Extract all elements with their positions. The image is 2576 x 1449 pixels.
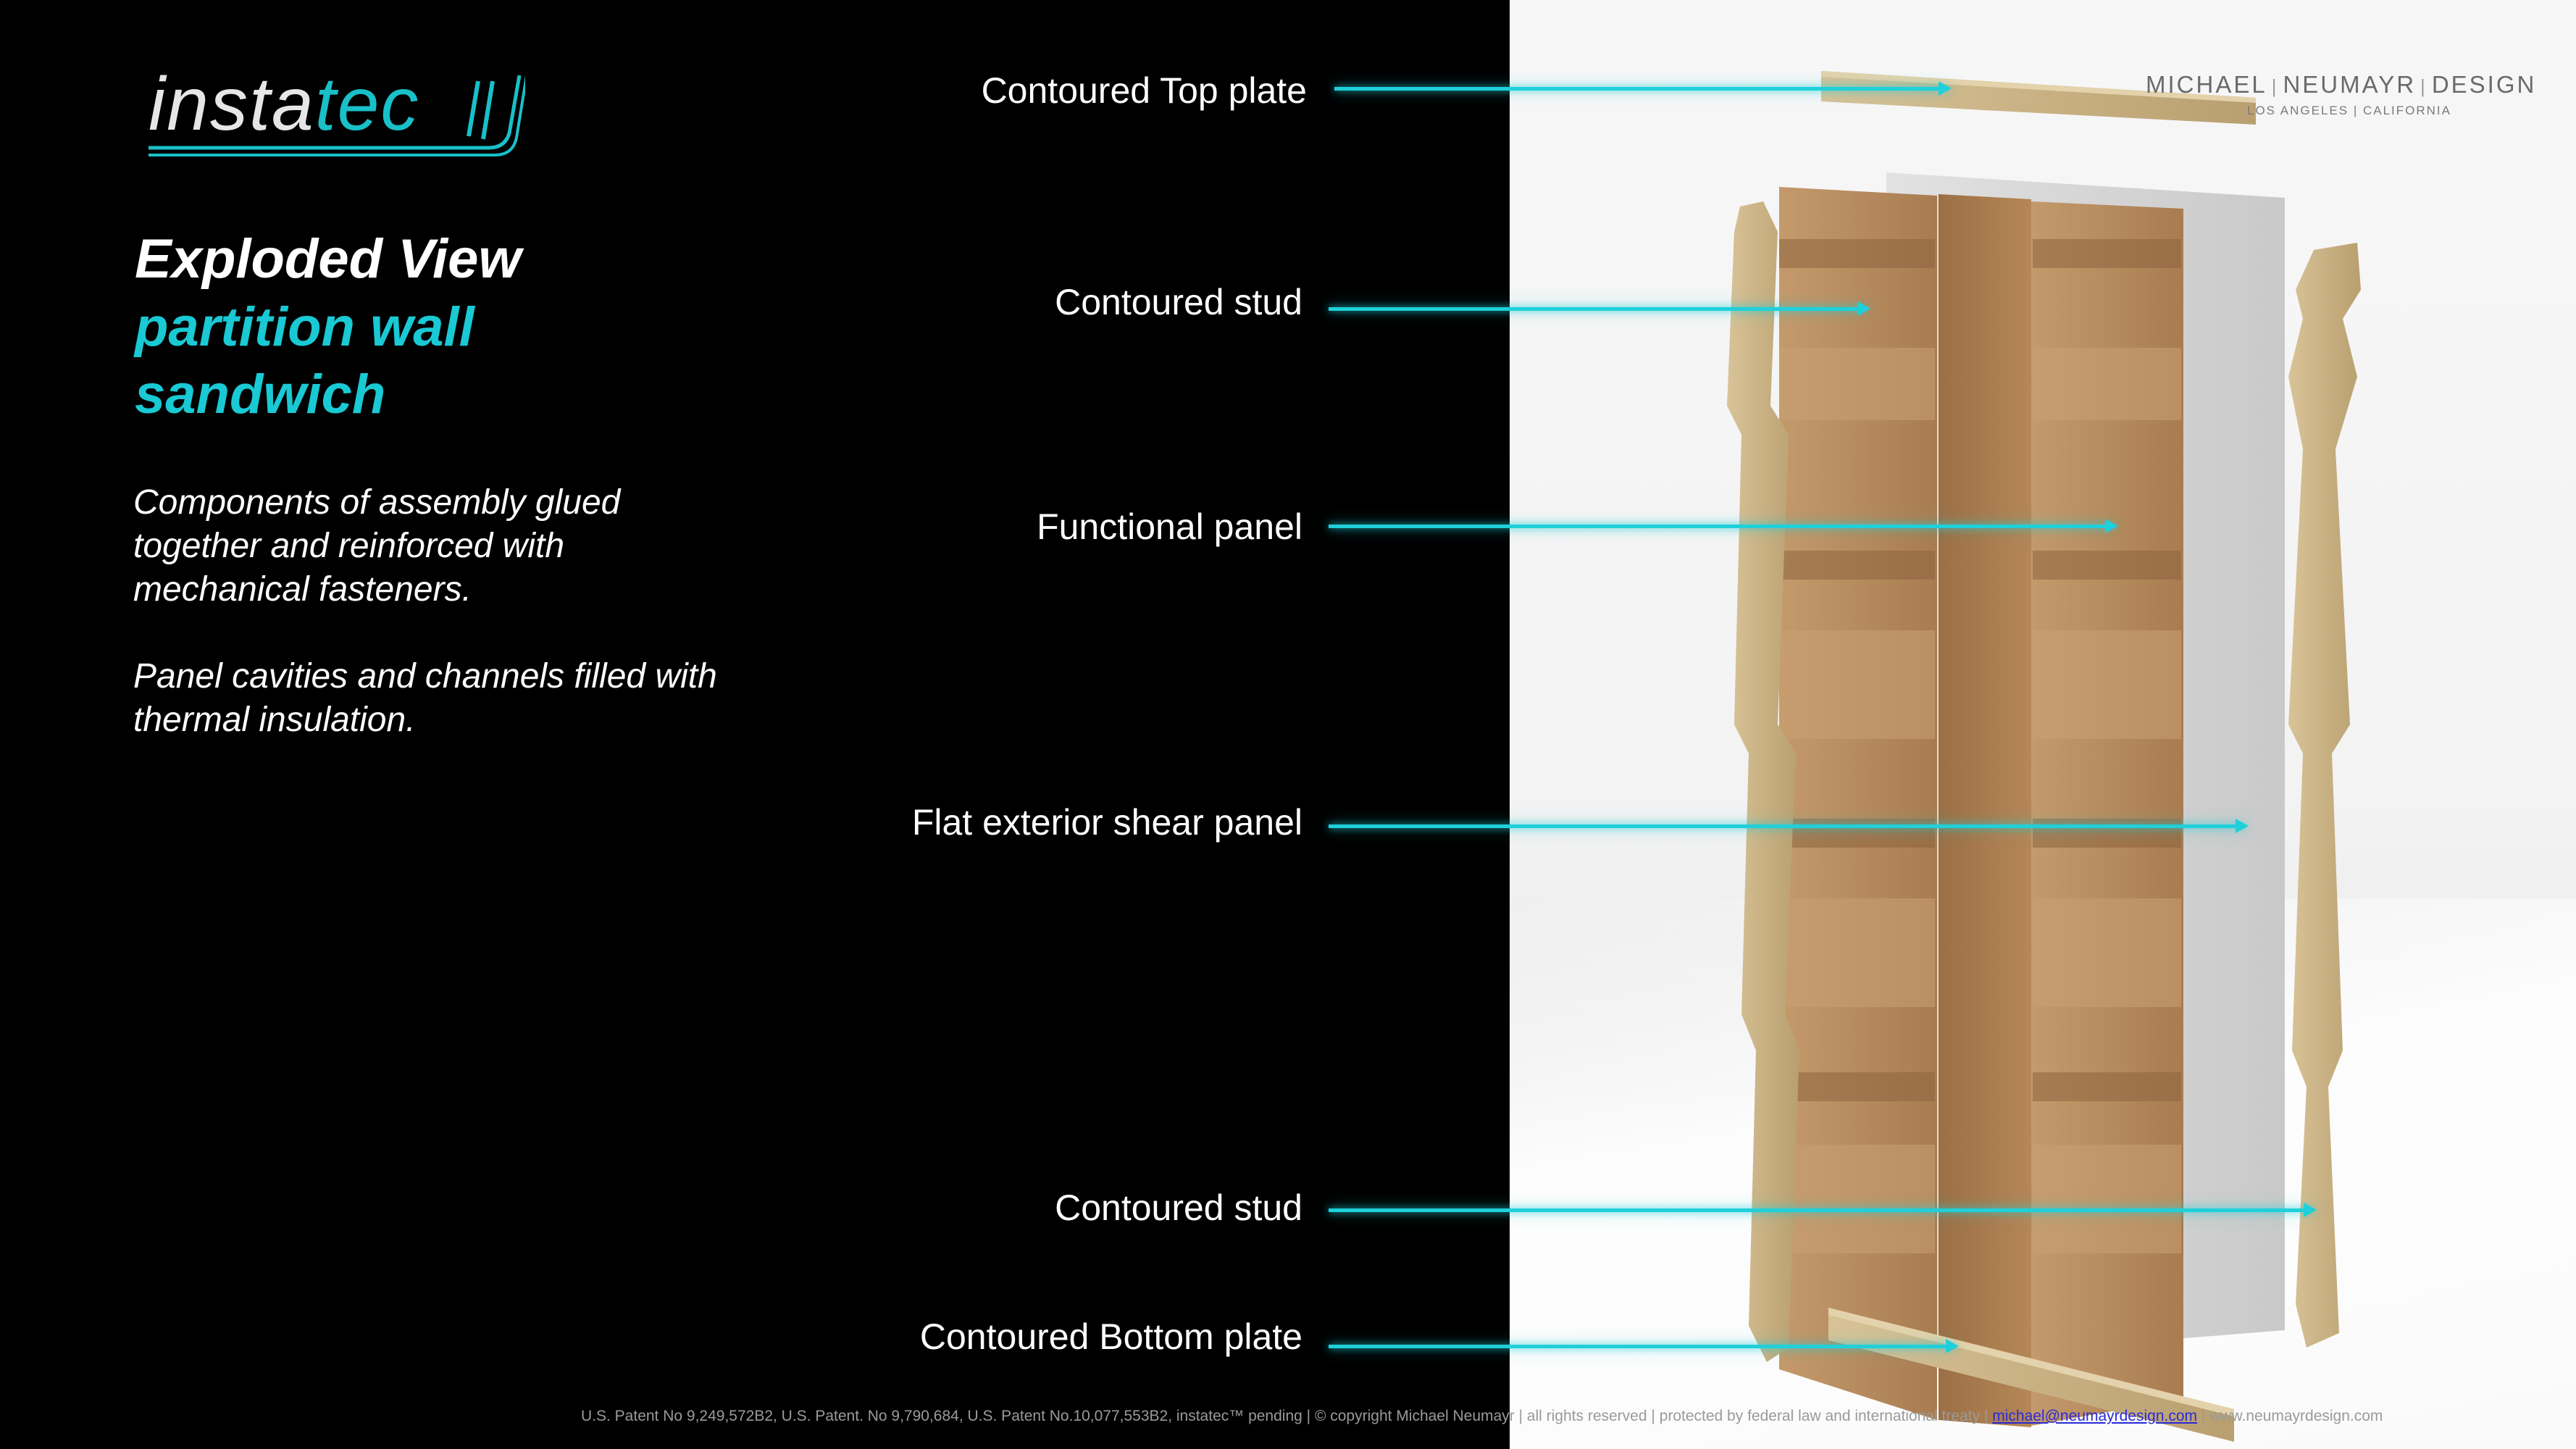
logo-part-insta: insta (149, 62, 315, 146)
brand-location: LOS ANGELES | CALIFORNIA (2247, 104, 2451, 117)
page-title: Exploded View (135, 228, 522, 290)
footer-website: | www.neumayrdesign.com (2201, 1408, 2383, 1424)
callout-arrow-stud-lower (1329, 1203, 2317, 1217)
description-paragraph-2: Panel cavities and channels filled with … (133, 657, 717, 739)
dark-panel (0, 0, 1510, 1449)
brand-separator-2: | (2420, 75, 2427, 97)
logo-wordmark: instatec (149, 67, 419, 142)
logo-swoosh-icon (149, 75, 525, 156)
callout-arrow-stud-upper (1329, 301, 1870, 316)
right-stud-part (2288, 243, 2361, 1348)
brand-separator-1: | (2271, 75, 2279, 97)
top-plate-part (1821, 71, 2256, 125)
callout-arrow-bottom-plate (1329, 1339, 1959, 1353)
footer-email-link[interactable]: michael@neumayrdesign.com (1992, 1408, 2198, 1424)
callout-label-bottom-plate: Contoured Bottom plate (919, 1316, 1302, 1357)
callout-label-stud-lower: Contoured stud (1055, 1187, 1302, 1228)
footer-legal: U.S. Patent No 9,249,572B2, U.S. Patent.… (581, 1408, 2383, 1425)
callout-label-stud-upper: Contoured stud (1055, 282, 1302, 322)
callout-arrow-top-plate (1334, 81, 1952, 96)
brand-name-last: NEUMAYR (2283, 71, 2417, 98)
callout-label-top-plate: Contoured Top plate (981, 70, 1307, 111)
brand-name-first: MICHAEL (2146, 71, 2267, 98)
page-subtitle: partition wall sandwich (135, 296, 474, 425)
description-paragraph-1: Components of assembly glued together an… (133, 483, 621, 609)
callout-arrow-functional-panel (1329, 519, 2118, 533)
logo-part-tec: tec (314, 62, 420, 146)
instatec-logo: instatec (149, 67, 525, 157)
callout-label-shear-panel: Flat exterior shear panel (911, 802, 1302, 843)
left-stud-part (1727, 201, 1799, 1362)
functional-panel-part (1779, 187, 2183, 1427)
callout-arrow-shear-panel (1329, 819, 2249, 833)
bottom-plate-part (1828, 1308, 2234, 1442)
exploded-wall-render (1727, 71, 2361, 1442)
brand-name-design: DESIGN (2431, 71, 2537, 98)
callout-label-functional-panel: Functional panel (1037, 506, 1302, 547)
footer-patent-text: U.S. Patent No 9,249,572B2, U.S. Patent.… (581, 1408, 1989, 1424)
brand-name: MICHAEL|NEUMAYR|DESIGN (2146, 71, 2536, 99)
